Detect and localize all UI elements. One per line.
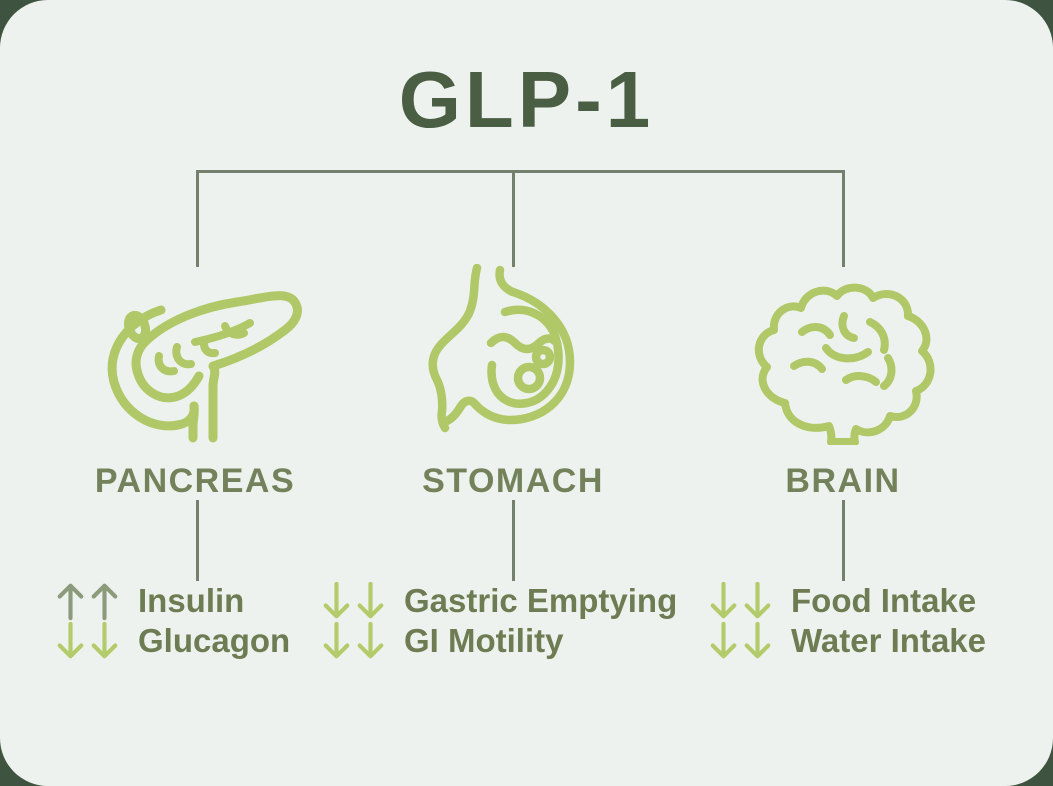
connector-line-stomach-top — [512, 170, 515, 267]
effect-label: Water Intake — [791, 622, 987, 659]
effect-row: GI Motility — [323, 621, 677, 661]
connector-line-brain-bottom — [842, 500, 845, 581]
effect-row: Food Intake — [710, 581, 986, 621]
arrow-group — [323, 581, 384, 621]
organ-label-stomach: STOMACH — [422, 462, 604, 500]
page-title: GLP-1 — [398, 55, 655, 144]
up-arrow-icon — [91, 583, 118, 621]
effect-list-brain: Food Intake Water Intake — [710, 581, 986, 661]
arrow-group — [710, 621, 771, 661]
down-arrow-icon — [744, 621, 771, 659]
effect-row: Insulin — [57, 581, 290, 621]
effect-label: GI Motility — [404, 622, 564, 659]
down-arrow-icon — [710, 621, 737, 659]
up-arrow-icon — [57, 583, 84, 621]
effect-list-stomach: Gastric Emptying GI Motility — [323, 581, 677, 661]
brain-icon — [754, 283, 935, 445]
effect-label: Insulin — [138, 582, 245, 619]
connector-line-horizontal — [196, 170, 845, 173]
effect-row: Water Intake — [710, 621, 986, 661]
down-arrow-icon — [323, 621, 350, 659]
organ-label-pancreas: PANCREAS — [94, 462, 296, 500]
effect-list-pancreas: Insulin Glucagon — [57, 581, 290, 661]
connector-line-stomach-bottom — [512, 500, 515, 581]
down-arrow-icon — [57, 621, 84, 659]
effect-row: Gastric Emptying — [323, 581, 677, 621]
organ-label-brain: BRAIN — [785, 462, 901, 500]
arrow-group — [323, 621, 384, 661]
connector-line-pancreas-top — [196, 170, 199, 267]
connector-line-pancreas-bottom — [196, 500, 199, 581]
down-arrow-icon — [357, 621, 384, 659]
arrow-group — [710, 581, 771, 621]
effect-label: Food Intake — [791, 582, 977, 619]
effect-label: Gastric Emptying — [404, 582, 678, 619]
pancreas-icon — [107, 291, 302, 443]
down-arrow-icon — [744, 581, 771, 619]
down-arrow-icon — [710, 581, 737, 619]
down-arrow-icon — [91, 621, 118, 659]
arrow-group — [57, 581, 118, 621]
down-arrow-icon — [357, 581, 384, 619]
down-arrow-icon — [323, 581, 350, 619]
effect-label: Glucagon — [138, 622, 291, 659]
connector-line-brain-top — [842, 170, 845, 267]
stomach-icon — [428, 264, 575, 433]
effect-row: Glucagon — [57, 621, 290, 661]
arrow-group — [57, 621, 118, 661]
